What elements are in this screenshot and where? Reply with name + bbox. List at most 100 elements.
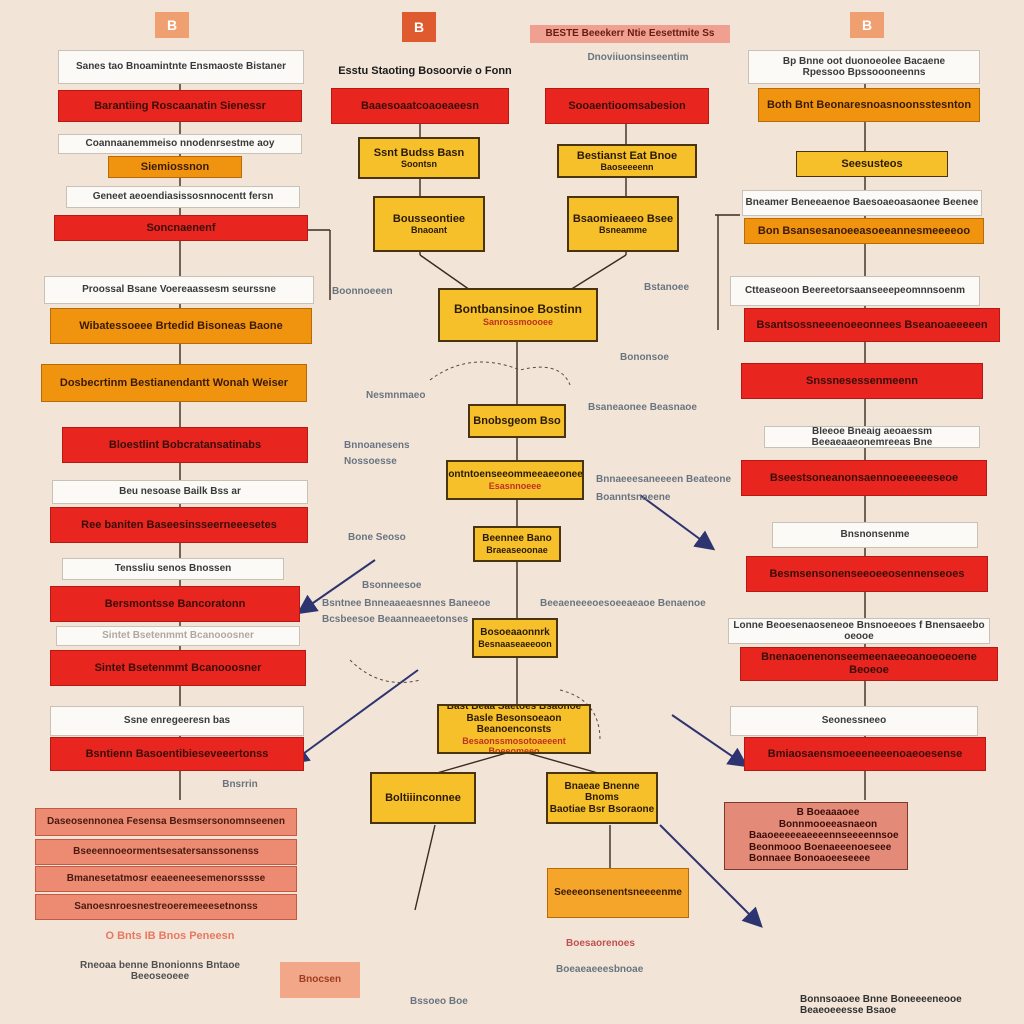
center-key-5-title: Bast Beaa Saetoes Bsaonoe: [446, 704, 582, 713]
left-node-1-note: Sanes tao Bnoamintnte Ensmaoste Bistaner: [58, 50, 304, 84]
top-right-icon: B: [850, 12, 884, 38]
left-list-item: Daseosennonea Fesensa Besmsersonomnseene…: [35, 808, 297, 836]
left-bottom-note: Rneoaa benne Bnonionns Bntaoe Beeoseoeee: [79, 960, 240, 982]
center-bottom-badge: Bnocsen: [280, 962, 360, 998]
center-bottom-2-sub: Baotiae Bsr Bsoraone: [549, 803, 655, 815]
center-key-4: Bosoeaaonnrk Besnaaseaeeoon: [472, 618, 558, 658]
left-node-5: Dosbecrtinm Bestianendantt Wonah Weiser: [41, 364, 307, 402]
right-node-6-note: Bleeoe Bneaig aeoaessm Beeaeaaeonemreeas…: [764, 426, 980, 448]
center-key-5: Bast Beaa Saetoes Bsaonoe Basle Besonsoe…: [437, 704, 591, 754]
left-node-2-note: Coannaanemmeiso nnodenrsestme aoy: [58, 134, 302, 154]
annotation-right: Bstanoee: [644, 282, 690, 293]
center-node-5: Bousseontiee Bnaoant: [373, 196, 485, 252]
right-node-6: Bseestsoneanonsaennoeeeeeeseoe: [741, 460, 987, 496]
center-key-3: Beennee Bano Braeaseoonae: [473, 526, 561, 562]
right-node-8-note: Lonne Beoesenaoseneoe Bnsnoeeoes f Bnens…: [728, 618, 990, 644]
annotation-right: Bsaneaonee Beasnaoe: [588, 402, 697, 413]
right-node-9: Bmiaosaensmoeeeneeenoaeoesense: [744, 737, 986, 771]
right-node-4: Bsantsossneeenoeeonnees Bseanoaeeeeen: [744, 308, 1000, 342]
right-pink-line: Baaoeeeeeaeeeennseeeennsoe: [749, 830, 899, 842]
right-pink-panel: B Boeaaaoee Bonnmooeeasnaeon Baaoeeeeeae…: [724, 802, 908, 870]
center-key-5-sub: Besaonssmosotoaeeent Boeeomeeo: [462, 735, 566, 754]
center-key-3-sub: Braeaseoonae: [486, 544, 548, 555]
left-node-8: Bersmontsse Bancoratonn: [50, 586, 300, 622]
center-node-3: Ssnt Budss Basn Soontsn: [358, 137, 480, 179]
center-node-4: Bestianst Eat Bnoe Baoseeeenn: [557, 144, 697, 178]
center-key-2-title: Bontntoenseeommeeaeeoneen: [446, 469, 584, 481]
center-node-4-title: Bestianst Eat Bnoe: [576, 149, 678, 162]
annotation-left: Bnnoanesens: [344, 440, 410, 451]
right-node-5: Snssnesessenmeenn: [741, 363, 983, 399]
right-bottom-note: Bonnsoaoee Bnne Boneeeeneooe Beaeoeeesse…: [800, 994, 962, 1016]
right-node-1: Both Bnt Beonaresnoasnoonsstesnton: [758, 88, 980, 122]
left-list-item: Sanoesnroesnestreoeremeeesetnonss: [35, 894, 297, 920]
left-node-7: Ree baniten Baseesinsseerneeesetes: [50, 507, 308, 543]
right-node-1-note-line1: Bp Bnne oot duonoeolee Bacaene: [782, 55, 946, 67]
center-node-4-sub: Baoseeeenn: [600, 162, 654, 173]
left-node-4: Wibatessoeee Brtedid Bisoneas Baone: [50, 308, 312, 344]
center-node-1: Baaesoaatcoaoeaeesn: [331, 88, 509, 124]
left-node-6: Bloestlint Bobcratansatinabs: [62, 427, 308, 463]
right-pink-line: Beonmooo Boenaeeenoeseee: [749, 841, 892, 853]
center-key-3-title: Beennee Bano: [482, 533, 552, 545]
left-node-3-note: Geneet aeoendiasissosnnocentt fersn: [66, 186, 300, 208]
top-left-icon: B: [155, 12, 189, 38]
hub-node-title: Bontbansinoe Bostinn: [454, 301, 582, 316]
annotation-left: Nesmnmaeo: [366, 390, 426, 401]
left-footnote: Bnsrrin: [222, 779, 258, 790]
center-node-2: Sooaentioomsabesion: [545, 88, 709, 124]
right-node-7: Besmsensonenseeoeeosennenseoes: [746, 556, 988, 592]
center-node-3-title: Ssnt Budss Basn: [373, 146, 465, 159]
left-node-4-note: Proossal Bsane Voereaassesm seurssne: [44, 276, 314, 304]
annotation-left: Bcsbeesoe Beaanneaeetonses: [322, 614, 469, 625]
right-pink-line: B Boeaaaoee Bonnmooeeasnaeon: [778, 807, 878, 830]
annotation-right: Beeaeneeeoesoeeaeaoe Benaenoe: [540, 598, 706, 609]
right-pink-line: Bonnaee Bonoaoeeseeee: [749, 853, 871, 865]
center-bottom-1: Boltiiinconnee: [370, 772, 476, 824]
right-node-8: Bnenaoenenonseemeenaeeoanoeoeoene Beoeoe: [740, 647, 998, 681]
right-node-4-note: Ctteaseoon Beereetorsaanseeepeomnnsoenm: [730, 276, 980, 306]
center-node-6: Bsaomieaeeo Bsee Bsneamme: [567, 196, 679, 252]
center-bottom-label: Boeaeaeeesbnoae: [556, 964, 644, 975]
annotation-right: Bononsoe: [620, 352, 669, 363]
annotation-left: Bssoeo Boe: [410, 996, 468, 1007]
top-banner-sub: Dnoviiuonsinseentim: [587, 52, 689, 63]
left-node-3: Soncnaenenf: [54, 215, 308, 241]
left-node-7-note: Beu nesoase Bailk Bss ar: [52, 480, 308, 504]
left-node-10-note: Ssne enregeeresn bas: [50, 706, 304, 736]
left-node-2: Siemiossnon: [108, 156, 242, 178]
right-node-2: Seesusteos: [796, 151, 948, 177]
center-key-5-mid: Basle Besonsoeaon Beanoenconsts: [466, 712, 562, 736]
center-key-2: Bontntoenseeommeeaeeoneen Esasnnoeee: [446, 460, 584, 500]
annotation-left: Nossoesse: [344, 456, 397, 467]
left-bottom-title: O Bnts IB Bnos Peneesn: [105, 929, 235, 942]
hub-node-sub: Sanrossmoooee: [482, 316, 554, 327]
top-center-icon: B: [402, 12, 436, 42]
right-node-1-note-line2: Rpessoo Bpssoooneenns: [802, 67, 926, 78]
annotation-right: Bnnaeeesaneeeen Beateone: [596, 474, 732, 485]
left-node-9-note: Sintet Bsetenmmt Bcanooosner: [56, 626, 300, 646]
right-node-1-note: Bp Bnne oot duonoeolee Bacaene Rpessoo B…: [748, 50, 980, 84]
annotation-right: Boanntsnaeene: [596, 492, 671, 503]
right-node-9-note: Seonessneeo: [730, 706, 978, 736]
center-key-4-title: Bosoeaaonnrk: [480, 627, 550, 639]
center-node-5-sub: Bnaoant: [411, 225, 447, 236]
annotation-left: Bsntnee Bnneaaeaesnnes Baneeoe: [322, 598, 491, 609]
top-banner: BESTE Beeekerr Ntie Eesettmite Ss: [530, 25, 730, 43]
left-list-item: Bseeennoeormentsesatersanssonenss: [35, 839, 297, 865]
right-node-3-note: Bneamer Beneeaenoe Baesoaeoasaonee Beene…: [742, 190, 982, 216]
left-node-1: Barantiing Roscaanatin Sienessr: [58, 90, 302, 122]
center-key-1: Bnobsgeom Bso: [468, 404, 566, 438]
right-node-3: Bon Bsansesanoeeasoeeannesmeeeeoo: [744, 218, 984, 244]
center-key-4-sub: Besnaaseaeeoon: [478, 638, 552, 649]
hub-node: Bontbansinoe Bostinn Sanrossmoooee: [438, 288, 598, 342]
center-bottom-3: Seeeeonsenentsneeeenme: [547, 868, 689, 918]
annotation-left: Bone Seoso: [348, 532, 406, 543]
left-node-9: Sintet Bsetenmmt Bcanooosner: [50, 650, 306, 686]
center-node-6-sub: Bsneamme: [598, 225, 648, 236]
annotation-left: Boonnoeeen: [332, 286, 393, 297]
center-key-2-sub: Esasnnoeee: [488, 480, 542, 491]
center-bottom-label: Boesaorenoes: [566, 938, 635, 949]
left-node-10: Bsntienn Basoentibieseveeertonss: [50, 737, 304, 771]
